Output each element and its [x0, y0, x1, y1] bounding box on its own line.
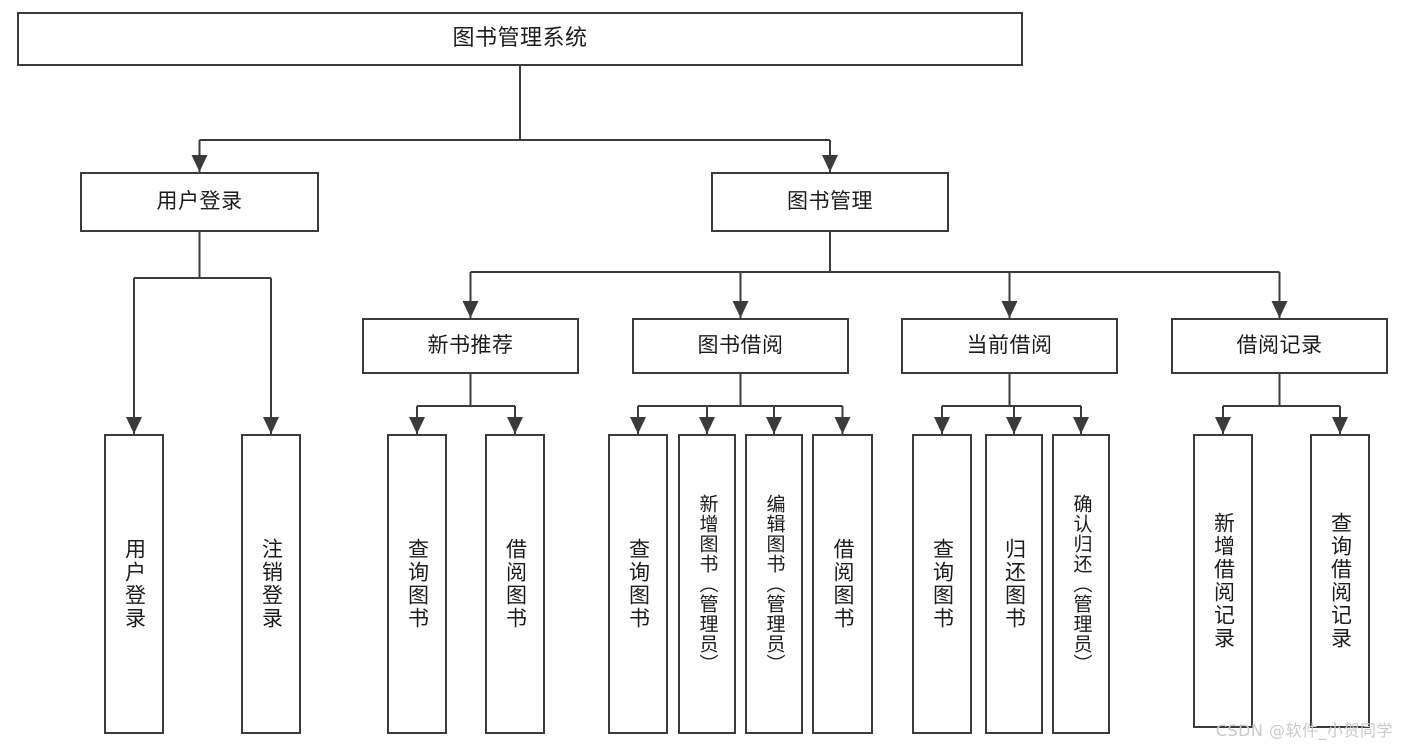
node-leaf-logout[interactable]: 注销登录 — [241, 434, 301, 734]
node-leaf-add-record[interactable]: 新增借阅记录 — [1193, 434, 1253, 728]
node-label: 注销登录 — [259, 538, 284, 630]
node-label: 查询借阅记录 — [1328, 512, 1353, 650]
node-leaf-query-book-3[interactable]: 查询图书 — [912, 434, 972, 734]
node-label: 新增借阅记录 — [1211, 512, 1236, 650]
node-new-book-recommend[interactable]: 新书推荐 — [362, 318, 579, 374]
node-leaf-query-book-1[interactable]: 查询图书 — [387, 434, 447, 734]
node-book-manage[interactable]: 图书管理 — [711, 172, 949, 232]
node-user-login[interactable]: 用户登录 — [80, 172, 319, 232]
node-borrow-record[interactable]: 借阅记录 — [1171, 318, 1388, 374]
node-label: 查询图书 — [930, 538, 955, 630]
node-label: 借阅图书 — [503, 538, 528, 630]
node-leaf-user-login[interactable]: 用户登录 — [104, 434, 164, 734]
node-label: 查询图书 — [626, 538, 651, 630]
node-label: 新增图书（管理员） — [696, 494, 719, 674]
node-label: 当前借阅 — [966, 333, 1053, 358]
node-leaf-edit-book[interactable]: 编辑图书（管理员） — [745, 434, 803, 734]
node-label: 归还图书 — [1002, 538, 1027, 630]
node-leaf-add-book[interactable]: 新增图书（管理员） — [678, 434, 736, 734]
node-root[interactable]: 图书管理系统 — [17, 12, 1023, 66]
csdn-watermark: CSDN @软件_小贺同学 — [1215, 721, 1393, 740]
node-label: 图书管理 — [787, 189, 873, 214]
node-label: 编辑图书（管理员） — [763, 494, 786, 674]
node-label: 图书借阅 — [697, 333, 784, 358]
node-leaf-borrow-book-2[interactable]: 借阅图书 — [812, 434, 873, 734]
node-label: 借阅记录 — [1236, 333, 1323, 358]
node-leaf-borrow-book-1[interactable]: 借阅图书 — [485, 434, 545, 734]
node-current-borrow[interactable]: 当前借阅 — [901, 318, 1118, 374]
node-book-borrow[interactable]: 图书借阅 — [632, 318, 849, 374]
node-label: 用户登录 — [156, 189, 243, 214]
node-leaf-return-book[interactable]: 归还图书 — [985, 434, 1043, 734]
node-label: 借阅图书 — [831, 538, 855, 630]
node-label: 图书管理系统 — [452, 25, 588, 51]
node-leaf-query-record[interactable]: 查询借阅记录 — [1310, 434, 1370, 728]
node-leaf-confirm-return[interactable]: 确认归还（管理员） — [1052, 434, 1110, 734]
node-label: 新书推荐 — [427, 333, 514, 358]
node-label: 用户登录 — [122, 538, 147, 630]
node-leaf-query-book-2[interactable]: 查询图书 — [608, 434, 668, 734]
node-label: 确认归还（管理员） — [1070, 494, 1093, 674]
node-label: 查询图书 — [405, 538, 430, 630]
